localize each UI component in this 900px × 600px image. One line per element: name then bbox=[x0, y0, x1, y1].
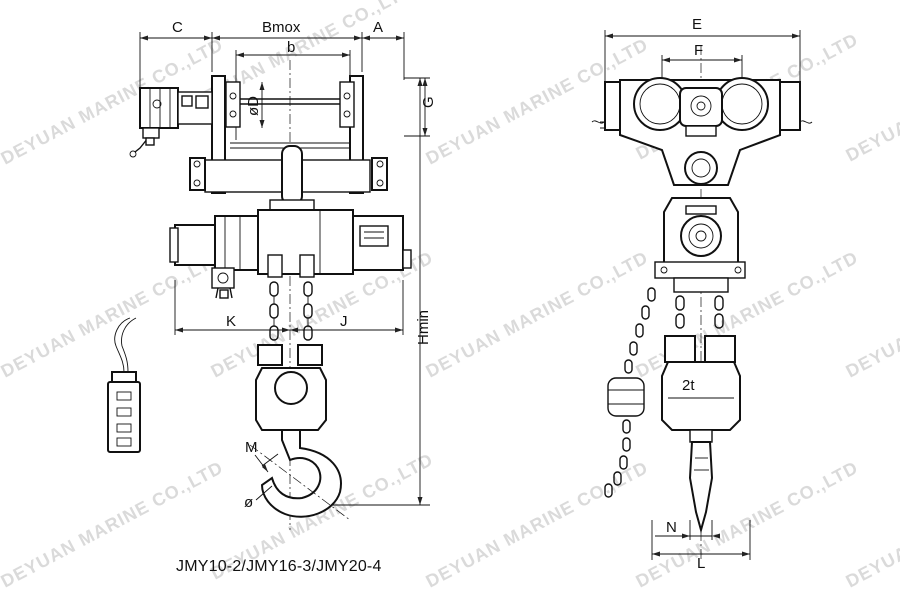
dim-C: C bbox=[172, 19, 183, 36]
dim-G: G bbox=[420, 96, 437, 108]
dim-O: ø bbox=[244, 494, 253, 511]
model-caption: JMY10-2/JMY16-3/JMY20-4 bbox=[176, 558, 382, 575]
dim-A: A bbox=[373, 19, 383, 36]
dim-E: E bbox=[692, 16, 702, 33]
watermark: DEYUAN MARINE CO.,LTD bbox=[422, 247, 651, 381]
dim-D: øD bbox=[245, 96, 262, 116]
load-capacity-label: 2t bbox=[682, 377, 695, 394]
dim-J: J bbox=[340, 313, 348, 330]
watermark: DEYUAN MARINE CO.,LTD bbox=[0, 247, 226, 381]
load-chain-left bbox=[269, 281, 279, 341]
dim-K: K bbox=[226, 313, 236, 330]
dim-F: F bbox=[694, 42, 703, 59]
dim-M: M bbox=[245, 439, 258, 456]
dim-N: N bbox=[666, 519, 677, 536]
dim-L: L bbox=[697, 555, 705, 572]
front-view: C Bmox A b G Hmin bbox=[107, 19, 437, 530]
dim-b: b bbox=[287, 39, 295, 56]
watermark: DEYUAN MARINE CO.,LTD bbox=[422, 457, 651, 591]
hand-chain bbox=[604, 287, 656, 498]
load-chain-right bbox=[303, 281, 313, 341]
dim-Hmin: Hmin bbox=[415, 310, 432, 345]
dim-Bmax: Bmox bbox=[262, 19, 301, 36]
side-view: E F bbox=[591, 16, 813, 572]
